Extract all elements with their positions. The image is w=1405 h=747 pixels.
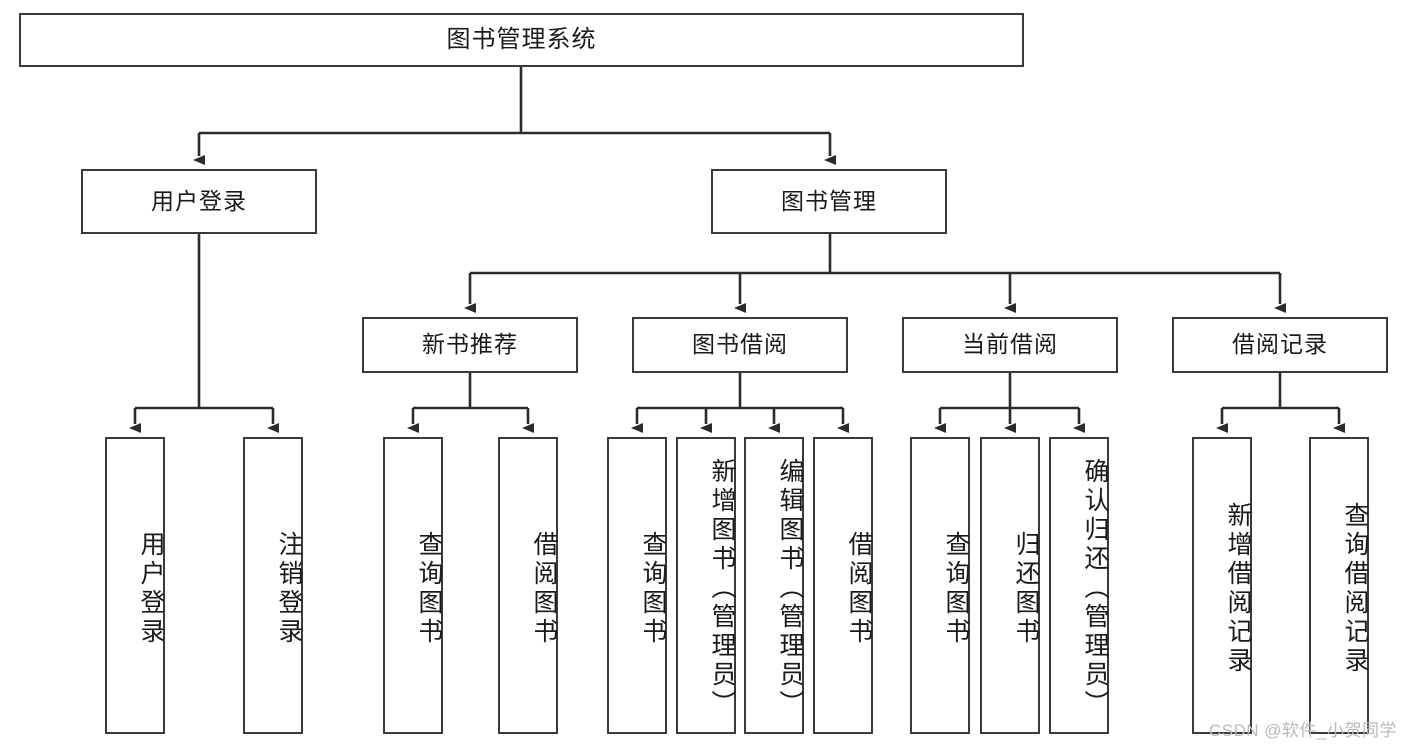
node-new-book-recommend[interactable]: 新书推荐	[362, 317, 578, 373]
node-root-system-label: 图书管理系统	[446, 25, 597, 53]
node-leaf-confirm-return-admin[interactable]: 确认归还（管理员）	[1049, 437, 1109, 734]
node-leaf-logout[interactable]: 注销登录	[243, 437, 303, 734]
node-leaf-borrow-query-book[interactable]: 查询图书	[607, 437, 667, 734]
node-leaf-return-book-label: 归还图书	[1012, 530, 1040, 647]
node-leaf-current-query-book-label: 查询图书	[942, 530, 970, 647]
node-user-login[interactable]: 用户登录	[81, 169, 317, 234]
node-leaf-user-login-label: 用户登录	[137, 530, 165, 647]
node-leaf-recommend-borrow-book[interactable]: 借阅图书	[498, 437, 558, 734]
node-book-borrow[interactable]: 图书借阅	[632, 317, 848, 373]
node-leaf-add-borrow-record-label: 新增借阅记录	[1224, 501, 1252, 676]
node-leaf-query-borrow-record-label: 查询借阅记录	[1341, 501, 1369, 676]
node-book-management[interactable]: 图书管理	[711, 169, 947, 234]
node-leaf-logout-label: 注销登录	[275, 530, 303, 647]
node-leaf-borrow-query-book-label: 查询图书	[639, 530, 667, 647]
node-leaf-edit-book-admin-label: 编辑图书（管理员）	[776, 458, 804, 719]
node-current-borrow[interactable]: 当前借阅	[902, 317, 1118, 373]
node-leaf-add-borrow-record[interactable]: 新增借阅记录	[1192, 437, 1252, 734]
node-leaf-recommend-query-book[interactable]: 查询图书	[383, 437, 443, 734]
node-current-borrow-label: 当前借阅	[962, 331, 1058, 358]
node-leaf-query-borrow-record[interactable]: 查询借阅记录	[1309, 437, 1369, 734]
node-borrow-record[interactable]: 借阅记录	[1172, 317, 1388, 373]
node-new-book-recommend-label: 新书推荐	[422, 331, 518, 358]
node-book-borrow-label: 图书借阅	[692, 331, 788, 358]
node-book-management-label: 图书管理	[781, 187, 877, 214]
node-leaf-current-query-book[interactable]: 查询图书	[910, 437, 970, 734]
node-leaf-return-book[interactable]: 归还图书	[980, 437, 1040, 734]
watermark-text: CSDN @软件_小贺同学	[1208, 721, 1397, 740]
node-leaf-borrow-book[interactable]: 借阅图书	[813, 437, 873, 734]
node-leaf-borrow-book-label: 借阅图书	[845, 530, 873, 647]
node-leaf-recommend-query-book-label: 查询图书	[415, 530, 443, 647]
node-leaf-add-book-admin-label: 新增图书（管理员）	[708, 458, 736, 719]
node-user-login-label: 用户登录	[151, 187, 247, 214]
node-leaf-user-login[interactable]: 用户登录	[105, 437, 165, 734]
node-root-system[interactable]: 图书管理系统	[19, 13, 1024, 67]
node-leaf-recommend-borrow-book-label: 借阅图书	[530, 530, 558, 647]
node-leaf-edit-book-admin[interactable]: 编辑图书（管理员）	[744, 437, 804, 734]
node-borrow-record-label: 借阅记录	[1232, 331, 1328, 358]
node-leaf-add-book-admin[interactable]: 新增图书（管理员）	[676, 437, 736, 734]
node-leaf-confirm-return-admin-label: 确认归还（管理员）	[1081, 458, 1109, 719]
